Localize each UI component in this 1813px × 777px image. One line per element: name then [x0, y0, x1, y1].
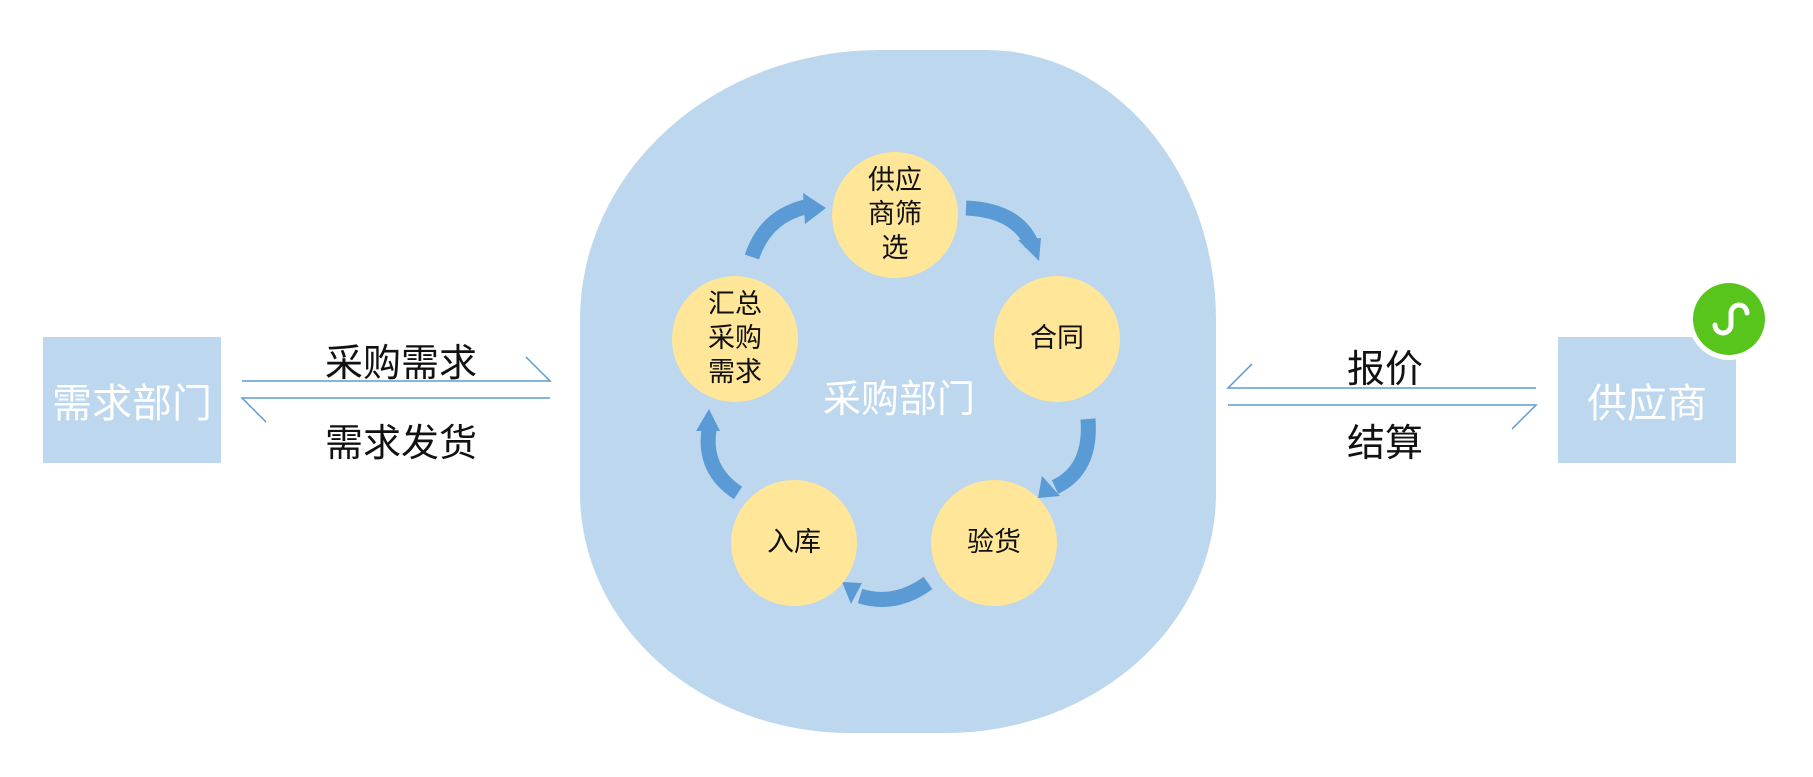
mini-program-icon-disc — [1693, 283, 1765, 355]
procurement-department-label: 采购部门 — [823, 377, 976, 421]
node-1-line-3: 选 — [881, 233, 909, 264]
procurement-request-arrow — [242, 356, 552, 382]
demand-department-box: 需求部门 — [43, 337, 221, 463]
cycle-arrowhead-5 — [696, 409, 720, 431]
node-1-line-2: 商筛 — [868, 199, 922, 230]
cycle-node-supplier-screening: 供应 商筛 选 — [832, 152, 958, 278]
cycle-node-warehousing: 入库 — [731, 480, 857, 606]
cycle-node-inspection: 验货 — [931, 480, 1057, 606]
settlement-label: 结算 — [1347, 421, 1424, 465]
node-5-line-3: 需求 — [708, 357, 762, 388]
cycle-arrow-3-to-4 — [857, 576, 933, 607]
quotation-label: 报价 — [1347, 347, 1424, 391]
cycle-arrow-2-to-3 — [1051, 418, 1096, 494]
node-3-line-1: 验货 — [967, 527, 1021, 558]
cycle-arrow-1-to-2 — [965, 200, 1039, 249]
node-1-line-1: 供应 — [868, 165, 922, 196]
cycle-arrowhead-1 — [803, 193, 826, 224]
quotation-arrow — [1226, 363, 1536, 389]
demand-department-label: 需求部门 — [52, 381, 212, 427]
supplier-label: 供应商 — [1587, 381, 1707, 427]
cycle-arrowhead-4 — [842, 582, 862, 604]
settlement-arrow — [1228, 404, 1538, 430]
node-2-line-1: 合同 — [1030, 323, 1084, 354]
cycle-arrowhead-2 — [1018, 238, 1041, 261]
node-5-line-1: 汇总 — [708, 289, 762, 320]
demand-shipment-label: 需求发货 — [325, 421, 478, 465]
node-4-line-1: 入库 — [767, 527, 821, 558]
cycle-arrow-4-to-5 — [700, 428, 743, 500]
cycle-node-contract: 合同 — [994, 276, 1120, 402]
mini-program-glyph — [1712, 302, 1750, 336]
cycle-arrowhead-3 — [1038, 476, 1060, 498]
procurement-request-label: 采购需求 — [325, 341, 478, 385]
cycle-arrow-5-to-1 — [744, 199, 808, 260]
cycle-node-aggregate-demand: 汇总 采购 需求 — [672, 276, 798, 402]
node-5-line-2: 采购 — [708, 323, 762, 354]
demand-shipment-arrow — [240, 397, 550, 423]
mini-program-icon[interactable] — [1688, 278, 1770, 360]
supplier-box: 供应商 — [1558, 337, 1736, 463]
